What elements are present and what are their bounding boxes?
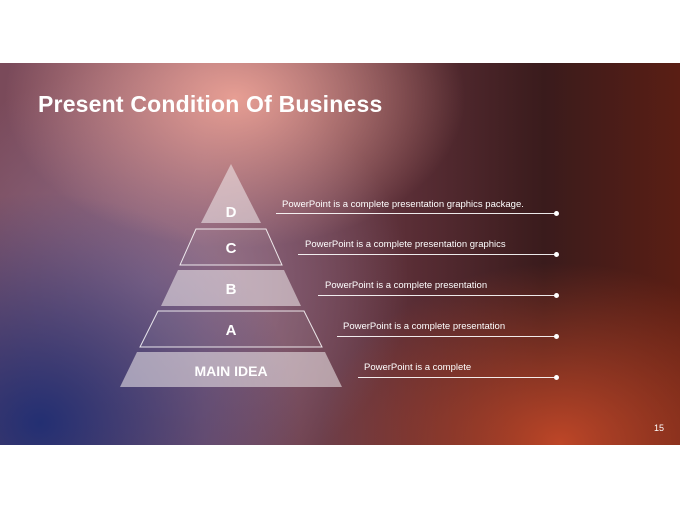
slide-title: Present Condition Of Business bbox=[38, 91, 383, 117]
pyramid-tier-b-label: B bbox=[226, 281, 237, 298]
tier-a-description: PowerPoint is a complete presentation bbox=[343, 321, 506, 332]
tier-d-connector bbox=[276, 213, 557, 214]
pyramid-diagram: D C B A MAIN IDEA bbox=[120, 164, 342, 387]
tier-c-description: PowerPoint is a complete presentation gr… bbox=[305, 239, 506, 250]
pyramid-tier-c-label: C bbox=[226, 240, 237, 257]
pyramid-tier-a bbox=[139, 310, 323, 348]
tier-main-idea-end-dot bbox=[554, 375, 559, 380]
pyramid-tier-a-label: A bbox=[226, 322, 237, 339]
tier-a-end-dot bbox=[554, 334, 559, 339]
tier-c-connector bbox=[298, 254, 557, 255]
pyramid-tier-c bbox=[179, 228, 283, 266]
tier-main-idea-connector bbox=[358, 377, 557, 378]
tier-main-idea-description: PowerPoint is a complete bbox=[364, 362, 472, 373]
tier-b-connector bbox=[318, 295, 557, 296]
tier-a-connector bbox=[337, 336, 557, 337]
pyramid-tier-d bbox=[201, 164, 261, 223]
tier-d-description: PowerPoint is a complete presentation gr… bbox=[282, 199, 524, 210]
tier-c-end-dot bbox=[554, 252, 559, 257]
page-number: 15 bbox=[653, 423, 664, 433]
pyramid-tier-main-idea-label: MAIN IDEA bbox=[194, 363, 267, 379]
tier-b-description: PowerPoint is a complete presentation bbox=[325, 280, 488, 291]
tier-b-end-dot bbox=[554, 293, 559, 298]
pyramid-tier-b bbox=[161, 270, 301, 306]
pyramid-tier-main-idea bbox=[120, 352, 342, 387]
tier-d-end-dot bbox=[554, 211, 559, 216]
slide: Present Condition Of Business D C B A MA… bbox=[0, 63, 680, 445]
pyramid-tier-d-label: D bbox=[226, 204, 237, 221]
